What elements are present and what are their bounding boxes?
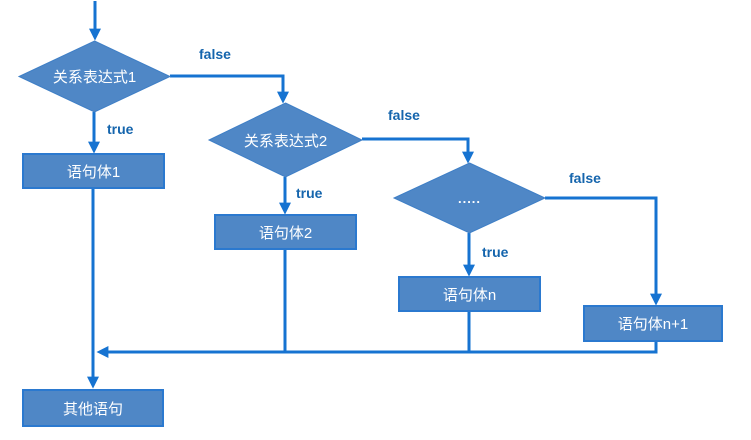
node-stmt1: 语句体1 [22, 153, 165, 189]
node-stmt-n1: 语句体n+1 [583, 305, 723, 342]
node-other-label: 其他语句 [62, 400, 123, 418]
node-stmt2: 语句体2 [214, 214, 357, 250]
node-stmt-n-label: 语句体n [442, 286, 497, 304]
edge-label-cond1-true: true [107, 121, 134, 137]
node-cond1-diamond-shape [17, 40, 172, 113]
edge-label-cond2-false: false [388, 107, 420, 123]
edge-cond3-false [545, 196, 662, 306]
node-other: 其他语句 [22, 389, 164, 427]
edge-label-cond3-true: true [482, 244, 509, 260]
edge-cond2-false [362, 137, 474, 164]
edge-label-cond1-false: false [199, 46, 231, 62]
node-stmt2-label: 语句体2 [258, 224, 313, 242]
node-cond2-diamond-shape [207, 102, 364, 178]
node-stmt-n1-label: 语句体n+1 [617, 316, 689, 333]
node-stmt-n: 语句体n [398, 276, 541, 312]
node-cond3-diamond-shape [392, 162, 547, 234]
edge-cond1-false [170, 74, 289, 104]
node-cond1-label: 关系表达式1 [52, 69, 137, 86]
node-stmt1-label: 语句体1 [66, 163, 121, 181]
node-cond2-label: 关系表达式2 [243, 132, 328, 150]
edge-label-cond2-true: true [296, 185, 323, 201]
node-cond3-label: ..... [457, 190, 482, 206]
edge-label-cond3-false: false [569, 170, 601, 186]
edge-merge-line [96, 342, 658, 358]
